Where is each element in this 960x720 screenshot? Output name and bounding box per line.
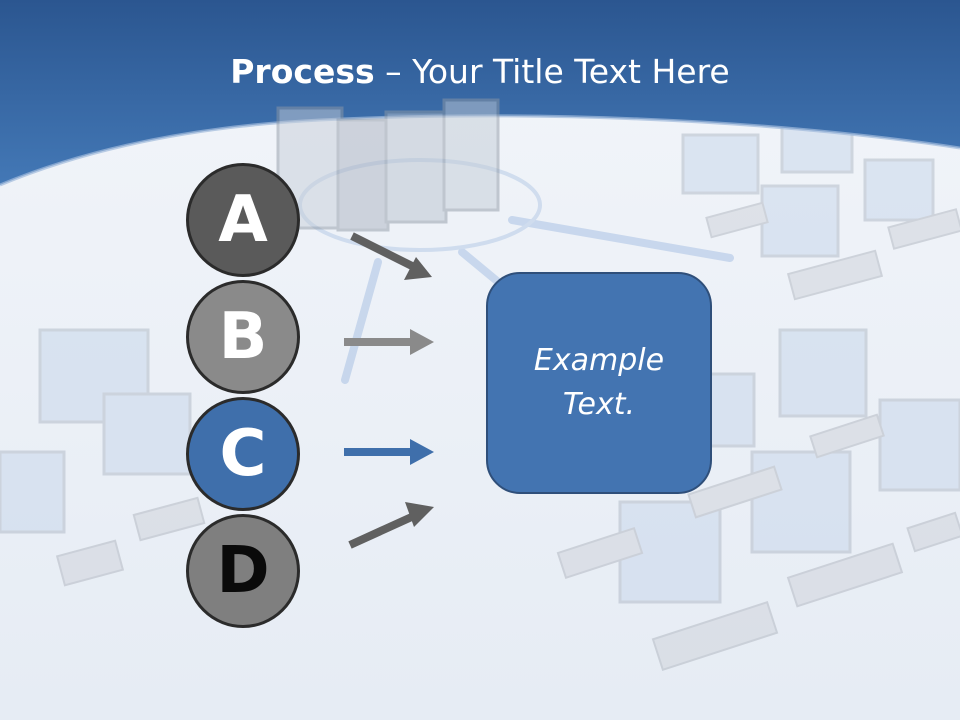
step-c-circle: C [186, 397, 300, 511]
slide-title: Process – Your Title Text Here [0, 52, 960, 91]
arrow-d [348, 502, 434, 549]
step-b-label: B [218, 300, 268, 374]
example-text-box: Example Text. [486, 272, 712, 494]
step-a-circle: A [186, 163, 300, 277]
title-rest: – Your Title Text Here [374, 52, 730, 91]
step-d-circle: D [186, 514, 300, 628]
step-a-label: A [218, 183, 268, 257]
step-c-label: C [219, 417, 267, 491]
title-bold: Process [230, 52, 375, 91]
step-b-circle: B [186, 280, 300, 394]
arrow-b [344, 329, 434, 355]
arrow-a [350, 232, 432, 280]
arrow-c [344, 439, 434, 465]
step-d-label: D [216, 534, 270, 608]
example-text: Example Text. [533, 343, 665, 422]
